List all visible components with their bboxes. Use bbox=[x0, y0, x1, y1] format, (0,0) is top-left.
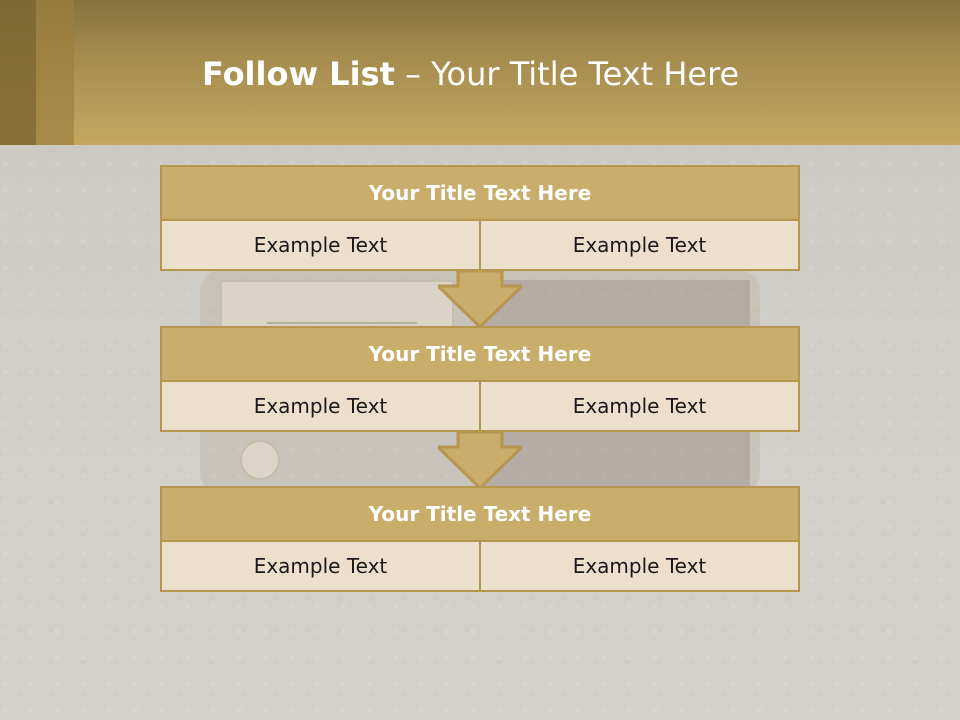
down-arrow-icon bbox=[438, 432, 522, 490]
block-row: Example Text Example Text bbox=[160, 382, 800, 432]
block-cell[interactable]: Example Text bbox=[481, 542, 800, 592]
block-cell[interactable]: Example Text bbox=[160, 382, 481, 432]
slide-title-bold: Follow List bbox=[202, 55, 395, 93]
list-block-1[interactable]: Your Title Text Here Example Text Exampl… bbox=[160, 165, 800, 271]
title-bar bbox=[0, 0, 960, 145]
block-row: Example Text Example Text bbox=[160, 221, 800, 271]
header-stripe bbox=[36, 0, 74, 145]
block-title[interactable]: Your Title Text Here bbox=[160, 326, 800, 382]
block-cell[interactable]: Example Text bbox=[481, 382, 800, 432]
radio-knob bbox=[240, 440, 280, 480]
dial-line bbox=[267, 322, 417, 324]
block-title[interactable]: Your Title Text Here bbox=[160, 165, 800, 221]
block-cell[interactable]: Example Text bbox=[160, 542, 481, 592]
slide-title-rest: – Your Title Text Here bbox=[394, 55, 740, 93]
slide-title[interactable]: Follow List – Your Title Text Here bbox=[202, 55, 739, 93]
list-block-3[interactable]: Your Title Text Here Example Text Exampl… bbox=[160, 486, 800, 592]
block-title[interactable]: Your Title Text Here bbox=[160, 486, 800, 542]
down-arrow-icon bbox=[438, 271, 522, 329]
block-cell[interactable]: Example Text bbox=[160, 221, 481, 271]
list-block-2[interactable]: Your Title Text Here Example Text Exampl… bbox=[160, 326, 800, 432]
header-stripe bbox=[0, 0, 36, 145]
block-row: Example Text Example Text bbox=[160, 542, 800, 592]
block-cell[interactable]: Example Text bbox=[481, 221, 800, 271]
